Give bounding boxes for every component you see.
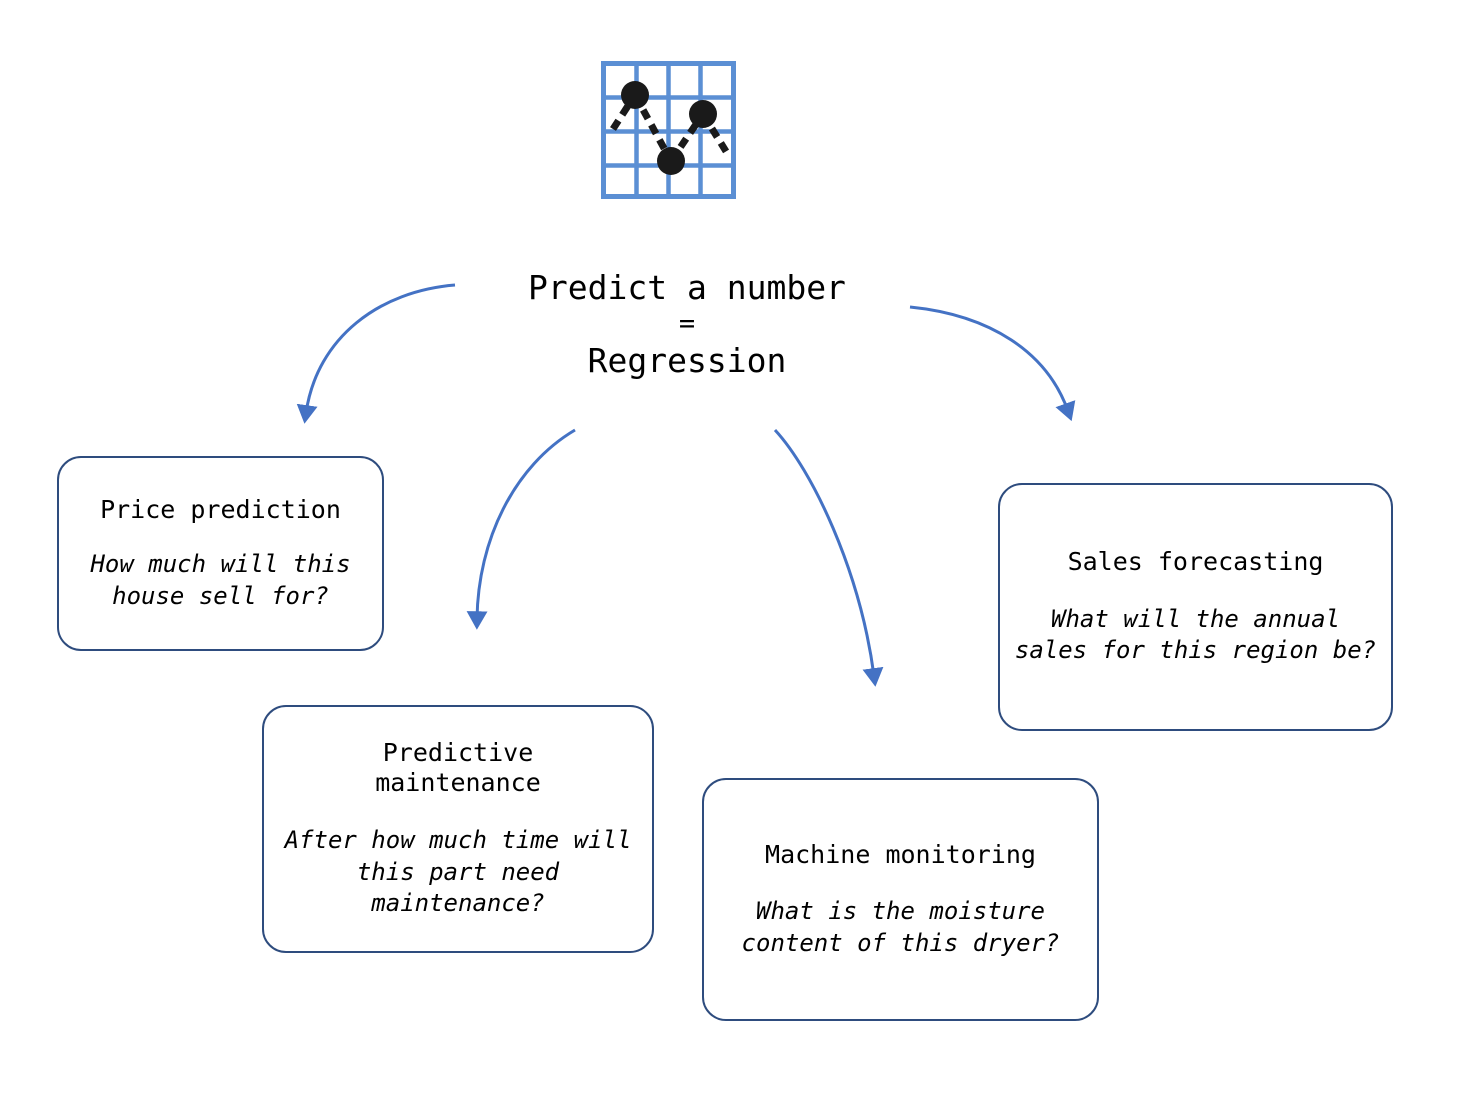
card-question: How much will this house sell for? [90,550,351,610]
hub-line-predict: Predict a number [528,268,846,307]
card-title: Predictive maintenance [375,737,541,798]
card-sales-forecasting[interactable]: Sales forecasting What will the annual s… [998,483,1393,731]
card-title: Price prediction [100,494,341,524]
arrow-to-price-prediction [296,283,456,424]
card-predictive-maintenance[interactable]: Predictive maintenance After how much ti… [262,705,654,953]
card-machine-monitoring[interactable]: Machine monitoring What is the moisture … [702,778,1099,1021]
hub-line-equals: = [678,308,696,340]
arrow-to-predictive-maintenance [466,428,576,630]
card-title: Machine monitoring [765,839,1036,869]
regression-scatter-icon [601,61,736,199]
card-question: After how much time will this part need … [284,825,632,918]
regression-scatter-icon-svg [601,61,736,199]
card-title: Sales forecasting [1067,547,1324,577]
card-question: What will the annual sales for this regi… [1014,604,1377,665]
card-question: What is the moisture content of this dry… [741,897,1060,957]
hub-label: Predict a number = Regression [437,268,937,381]
arrow-to-machine-monitoring [773,428,884,687]
card-price-prediction[interactable]: Price prediction How much will this hous… [57,456,384,651]
hub-line-regression: Regression [587,341,787,381]
